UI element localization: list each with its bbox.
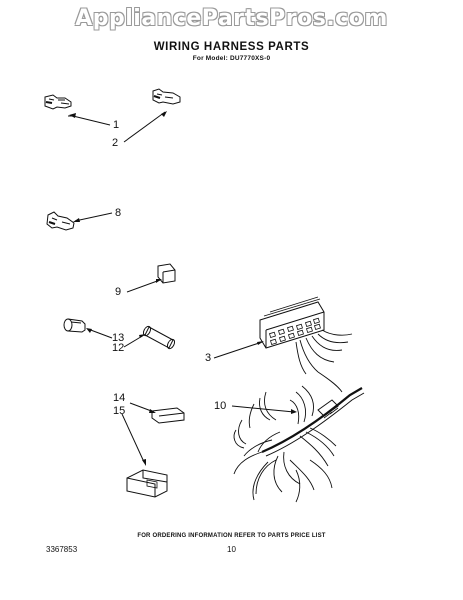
callout-9: 9 — [115, 286, 122, 298]
leader-8 — [74, 212, 113, 222]
part-8-terminal — [46, 211, 75, 231]
page-title: WIRING HARNESS PARTS — [153, 41, 310, 53]
model-line: For Model: DU7770XS-0 — [192, 55, 271, 62]
document-number: 3367853 — [46, 545, 78, 554]
leader-15 — [121, 413, 145, 463]
callout-14: 14 — [113, 392, 126, 404]
ordering-note: FOR ORDERING INFORMATION REFER TO PARTS … — [137, 533, 326, 539]
leader-10 — [231, 405, 295, 413]
callout-3: 3 — [205, 352, 212, 364]
callout-8: 8 — [115, 207, 122, 219]
watermark: AppliancePartsPros.com — [75, 6, 388, 31]
part-10-harness — [233, 385, 365, 503]
arrow-heads — [69, 111, 297, 466]
page-number: 10 — [227, 545, 236, 554]
part-2-terminal — [152, 88, 181, 105]
part-1-terminal — [44, 94, 72, 110]
part-12-splice — [142, 325, 176, 350]
callout-1: 1 — [113, 119, 120, 131]
callout-13: 13 — [112, 332, 125, 344]
callout-2: 2 — [112, 137, 119, 149]
leader-1 — [72, 115, 111, 126]
callout-12: 12 — [112, 342, 125, 354]
part-3-wires — [295, 329, 353, 393]
leader-9 — [126, 279, 161, 293]
part-13-sleeve — [63, 318, 86, 333]
part-15-housing — [126, 469, 168, 498]
leader-13 — [87, 328, 113, 339]
part-14-connector — [151, 407, 185, 424]
callout-15: 15 — [113, 405, 126, 417]
leader-2 — [123, 111, 166, 143]
leader-3 — [213, 341, 263, 359]
part-3-connector-block — [259, 296, 325, 349]
part-9-cap — [157, 263, 176, 284]
callout-10: 10 — [214, 400, 227, 412]
